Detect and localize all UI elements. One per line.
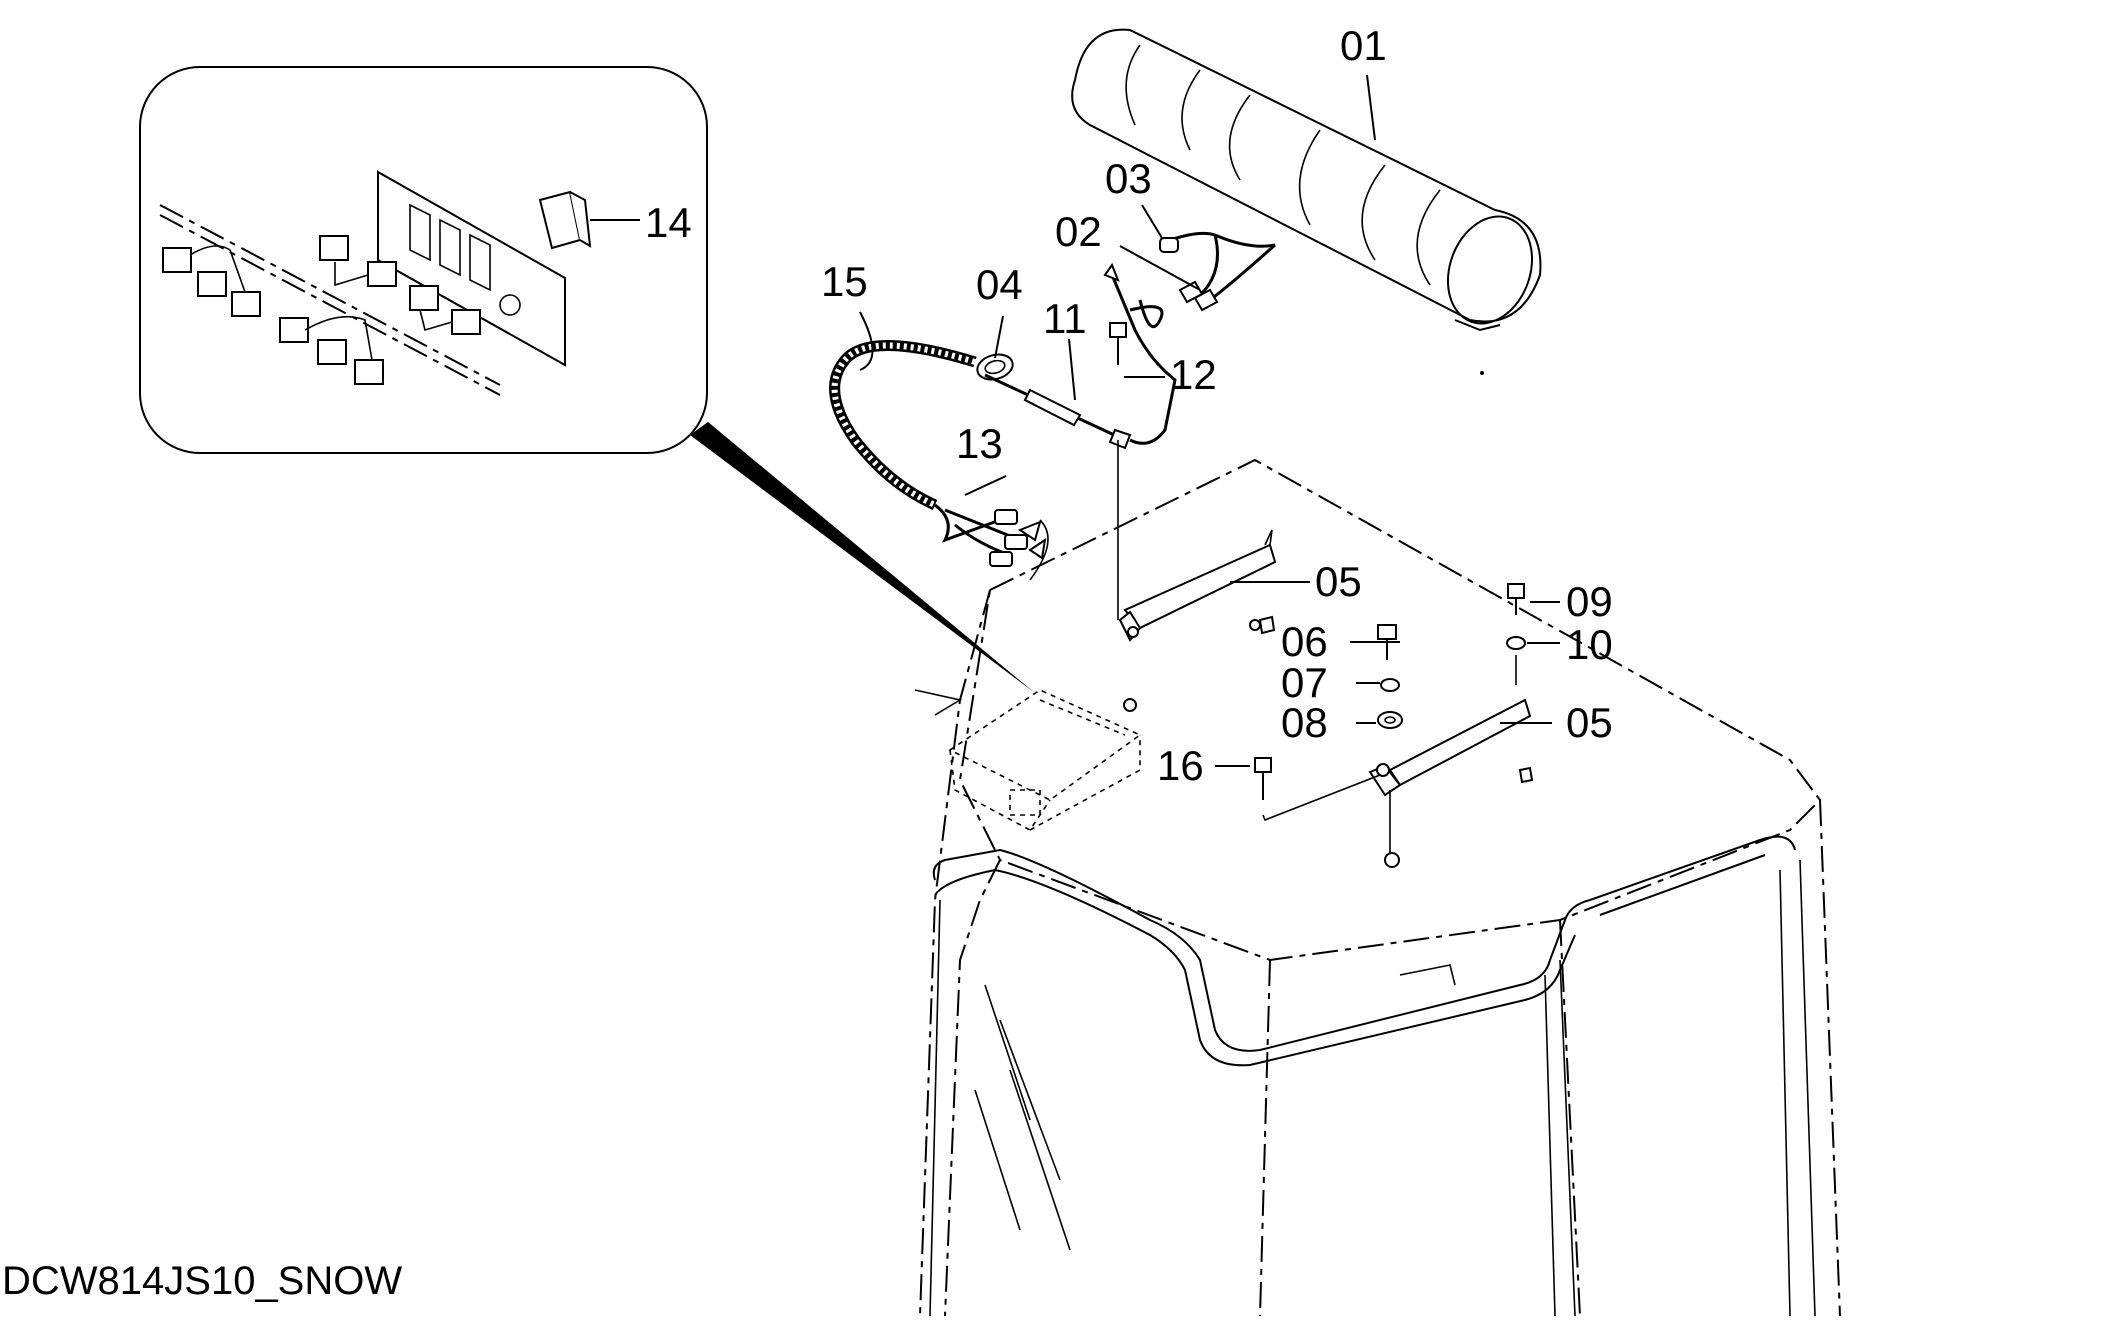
light-bar-part-01	[1071, 28, 1542, 332]
callout-07: 07	[1281, 659, 1328, 706]
callout-03: 03	[1105, 155, 1152, 202]
inset-connectors	[162, 235, 481, 385]
callout-06: 06	[1281, 618, 1328, 665]
switch-part-14	[538, 190, 592, 250]
stray-dot	[1480, 371, 1484, 375]
callout-02: 02	[1055, 208, 1102, 255]
wiring	[829, 231, 1276, 581]
diagram-caption: DCW814JS10_SNOW	[2, 1259, 402, 1303]
callout-15: 15	[821, 258, 868, 305]
callout-05-lower: 05	[1566, 699, 1613, 746]
inset-detail	[139, 66, 708, 454]
hardware	[1109, 322, 1534, 868]
callout-08: 08	[1281, 699, 1328, 746]
inset-pointer	[690, 422, 1035, 693]
cab-outline	[914, 458, 1841, 1317]
leader-lines	[590, 74, 1560, 767]
callout-05-upper: 05	[1315, 558, 1362, 605]
callout-11: 11	[1043, 295, 1087, 342]
callout-09: 09	[1566, 578, 1613, 625]
callout-12: 12	[1170, 351, 1217, 398]
callout-14: 14	[645, 199, 692, 246]
callout-13: 13	[956, 420, 1003, 467]
switch-box-location	[948, 689, 1142, 832]
callout-01: 01	[1340, 22, 1387, 69]
callout-04: 04	[976, 261, 1023, 308]
callout-labels: 01 03 02 15 04 11 12 13 14 05 09 06 10 0…	[645, 22, 1613, 789]
callout-10: 10	[1566, 621, 1613, 668]
callout-16: 16	[1157, 742, 1204, 789]
